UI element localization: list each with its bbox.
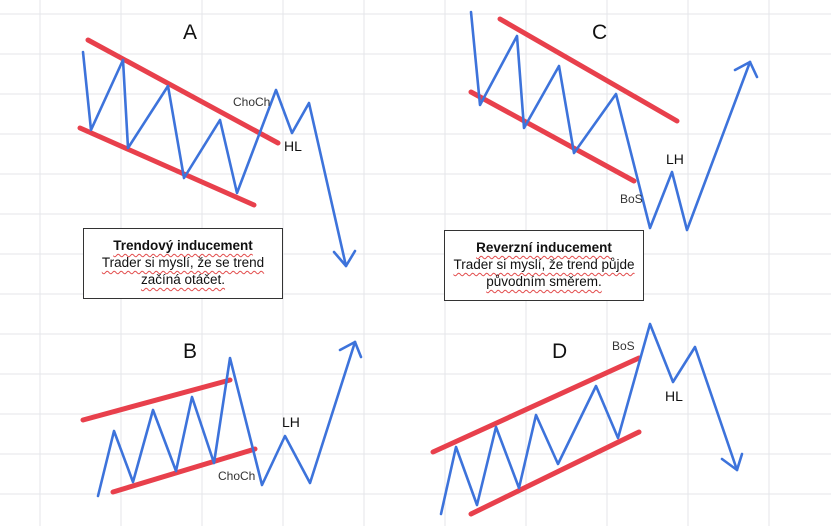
trend-inducement-line-1: Trader si myslí, že se trend (101, 255, 265, 270)
panel-a-choch-label: ChoCh (233, 95, 270, 109)
reversal-inducement-title: Reverzní inducement (476, 240, 612, 255)
trend-inducement-title: Trendový inducement (113, 238, 253, 253)
panel-b-arrowhead (338, 340, 363, 359)
panel-c-letter: C (592, 21, 607, 44)
panel-a-arrowhead (332, 249, 357, 268)
panel-b-letter: B (183, 340, 197, 363)
panel-a-lower-trendline (77, 125, 257, 208)
panel-d-price-path (439, 322, 739, 516)
panel-c-bos-label: BoS (620, 192, 643, 206)
reversal-inducement-box: Reverzní inducement Trader si myslí, že … (444, 230, 644, 301)
panel-b-choch-label: ChoCh (218, 469, 255, 483)
panel-d: D BoS HL (430, 322, 739, 517)
panel-b-upper-trendline (80, 377, 233, 423)
trend-inducement-text: Trader si myslí, že se trend začíná otáč… (84, 254, 282, 288)
panel-a-price-path (81, 50, 348, 268)
panel-d-bos-label: BoS (612, 339, 635, 353)
panel-c-upper-trendline (497, 16, 680, 124)
panel-a-hl-label: HL (284, 138, 302, 154)
panel-b-lower-trendline (110, 446, 258, 495)
panel-d-upper-trendline (430, 355, 642, 455)
panel-c-price-path (469, 10, 752, 232)
panel-b-lh-label: LH (282, 414, 300, 430)
trend-inducement-line-2: začíná otáčet. (140, 272, 226, 287)
panel-b-price-path (96, 340, 357, 498)
trend-inducement-box: Trendový inducement Trader si myslí, že … (83, 228, 283, 299)
panel-a-upper-trendline (85, 37, 281, 146)
panel-d-lower-trendline (468, 429, 642, 517)
reversal-inducement-line-1: Trader si myslí, že trend půjde (453, 257, 635, 272)
panel-c-lower-trendline (468, 89, 637, 184)
reversal-inducement-text: Trader si myslí, že trend půjde původním… (445, 256, 643, 290)
panel-c-lh-label: LH (666, 151, 684, 167)
panel-a: A ChoCh HL (77, 21, 348, 268)
panel-d-letter: D (552, 340, 567, 363)
panel-b: B LH ChoCh (80, 340, 357, 498)
panel-d-hl-label: HL (665, 388, 683, 404)
panel-d-arrowhead (720, 452, 744, 472)
panel-c: C LH BoS (468, 10, 752, 232)
panel-a-letter: A (183, 21, 197, 44)
panel-c-arrowhead (733, 60, 759, 79)
reversal-inducement-line-2: původním směrem. (486, 274, 602, 289)
